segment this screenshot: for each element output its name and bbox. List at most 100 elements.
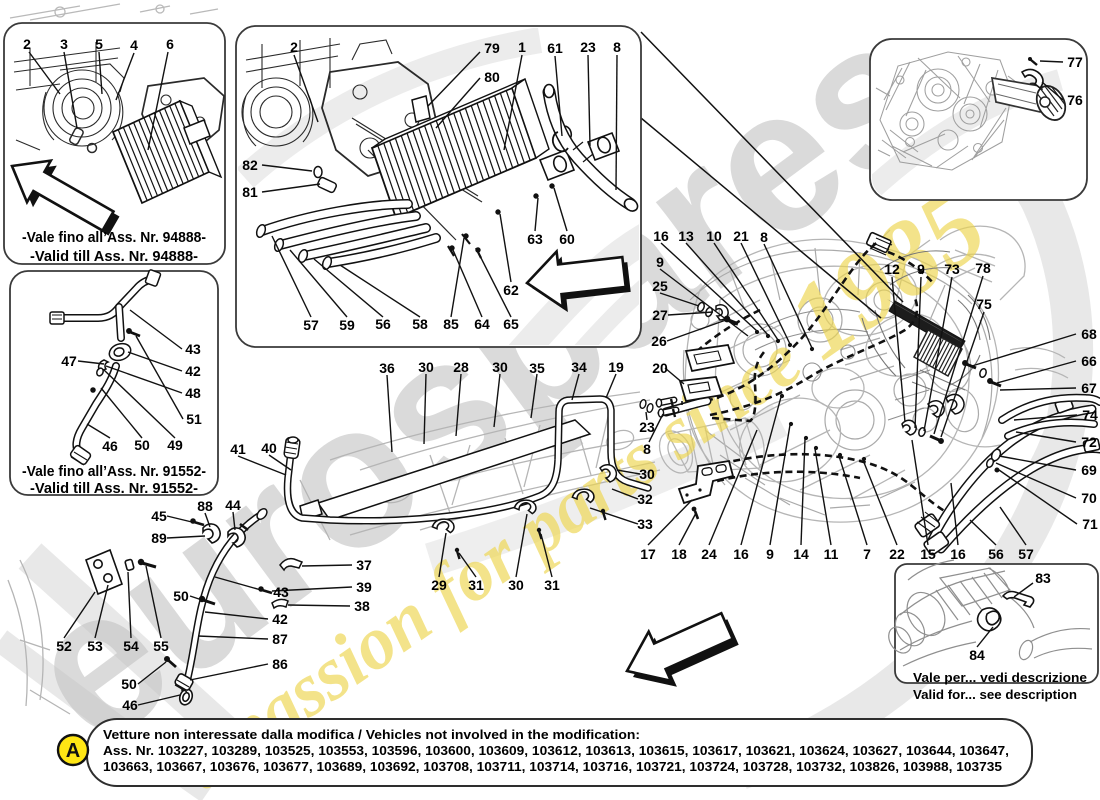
svg-text:65: 65 <box>503 316 519 332</box>
svg-text:78: 78 <box>975 260 991 276</box>
svg-text:72: 72 <box>1081 434 1097 450</box>
svg-text:36: 36 <box>379 360 395 376</box>
svg-text:19: 19 <box>608 359 624 375</box>
svg-text:68: 68 <box>1081 326 1097 342</box>
svg-text:86: 86 <box>272 656 288 672</box>
svg-text:64: 64 <box>474 316 490 332</box>
svg-text:71: 71 <box>1082 516 1098 532</box>
svg-text:Vetture non interessate dalla: Vetture non interessate dalla modifica /… <box>103 728 640 742</box>
svg-text:30: 30 <box>492 359 508 375</box>
svg-text:Valid for... see description: Valid for... see description <box>913 687 1077 702</box>
svg-text:9: 9 <box>766 546 774 562</box>
svg-text:26: 26 <box>651 333 667 349</box>
svg-text:23: 23 <box>580 39 596 55</box>
svg-text:-Vale fino all’Ass. Nr. 91552-: -Vale fino all’Ass. Nr. 91552- <box>22 463 206 480</box>
svg-text:8: 8 <box>613 39 621 55</box>
svg-text:5: 5 <box>95 36 103 52</box>
svg-text:-Valid till Ass. Nr. 91552-: -Valid till Ass. Nr. 91552- <box>30 480 198 497</box>
svg-text:-Valid till Ass. Nr. 94888-: -Valid till Ass. Nr. 94888- <box>30 248 198 265</box>
svg-text:81: 81 <box>242 184 258 200</box>
svg-text:50: 50 <box>121 676 137 692</box>
svg-text:51: 51 <box>186 411 202 427</box>
svg-text:50: 50 <box>173 588 189 604</box>
svg-text:12: 12 <box>884 261 900 277</box>
svg-text:82: 82 <box>242 157 258 173</box>
svg-text:80: 80 <box>484 69 500 85</box>
svg-text:75: 75 <box>976 296 992 312</box>
svg-text:33: 33 <box>637 516 653 532</box>
svg-text:2: 2 <box>290 39 298 55</box>
svg-text:4: 4 <box>130 37 138 53</box>
svg-text:79: 79 <box>484 40 500 56</box>
svg-text:7: 7 <box>863 546 871 562</box>
svg-text:56: 56 <box>375 316 391 332</box>
svg-text:Vale per... vedi descrizione: Vale per... vedi descrizione <box>913 670 1087 685</box>
svg-text:61: 61 <box>547 40 563 56</box>
svg-text:30: 30 <box>508 577 524 593</box>
svg-text:57: 57 <box>1018 546 1034 562</box>
svg-text:70: 70 <box>1081 490 1097 506</box>
svg-text:17: 17 <box>640 546 656 562</box>
svg-text:73: 73 <box>944 261 960 277</box>
svg-text:56: 56 <box>988 546 1004 562</box>
svg-text:37: 37 <box>356 557 372 573</box>
svg-text:23: 23 <box>639 419 655 435</box>
svg-text:89: 89 <box>151 530 167 546</box>
svg-text:29: 29 <box>431 577 447 593</box>
svg-text:84: 84 <box>969 647 985 663</box>
svg-text:11: 11 <box>824 546 839 562</box>
svg-text:83: 83 <box>1035 570 1051 586</box>
svg-text:46: 46 <box>102 438 118 454</box>
svg-text:38: 38 <box>354 598 370 614</box>
svg-text:55: 55 <box>153 638 169 654</box>
svg-text:18: 18 <box>671 546 687 562</box>
svg-text:87: 87 <box>272 631 288 647</box>
svg-text:24: 24 <box>701 546 717 562</box>
svg-text:44: 44 <box>225 497 241 513</box>
svg-text:20: 20 <box>652 360 668 376</box>
svg-text:6: 6 <box>166 36 174 52</box>
svg-text:60: 60 <box>559 231 575 247</box>
svg-text:48: 48 <box>185 385 201 401</box>
svg-text:32: 32 <box>637 491 653 507</box>
svg-text:66: 66 <box>1081 353 1097 369</box>
svg-text:30: 30 <box>639 466 655 482</box>
svg-text:8: 8 <box>643 441 651 457</box>
svg-text:88: 88 <box>197 498 213 514</box>
svg-text:42: 42 <box>272 611 288 627</box>
svg-text:16: 16 <box>733 546 749 562</box>
svg-text:74: 74 <box>1082 407 1098 423</box>
svg-text:1: 1 <box>518 39 526 55</box>
svg-text:103663, 103667, 103676, 103677: 103663, 103667, 103676, 103677, 103689, … <box>103 760 1002 774</box>
svg-text:39: 39 <box>356 579 372 595</box>
svg-text:13: 13 <box>678 228 694 244</box>
svg-text:22: 22 <box>889 546 905 562</box>
svg-text:3: 3 <box>60 36 68 52</box>
svg-text:59: 59 <box>339 317 355 333</box>
svg-text:10: 10 <box>706 228 722 244</box>
svg-text:-Vale fino all’Ass. Nr. 94888-: -Vale fino all’Ass. Nr. 94888- <box>22 229 206 246</box>
svg-text:49: 49 <box>167 437 183 453</box>
svg-text:16: 16 <box>653 228 669 244</box>
svg-text:76: 76 <box>1067 92 1083 108</box>
svg-text:31: 31 <box>468 577 484 593</box>
svg-text:45: 45 <box>151 508 167 524</box>
svg-text:28: 28 <box>453 359 469 375</box>
svg-text:A: A <box>66 740 80 762</box>
svg-text:25: 25 <box>652 278 668 294</box>
svg-text:9: 9 <box>656 254 664 270</box>
svg-text:42: 42 <box>185 363 201 379</box>
svg-text:14: 14 <box>793 546 809 562</box>
svg-text:62: 62 <box>503 282 519 298</box>
svg-text:15: 15 <box>920 546 936 562</box>
svg-text:50: 50 <box>134 437 150 453</box>
svg-text:40: 40 <box>261 440 277 456</box>
svg-text:85: 85 <box>443 316 459 332</box>
svg-text:69: 69 <box>1081 462 1097 478</box>
svg-text:35: 35 <box>529 360 545 376</box>
svg-text:63: 63 <box>527 231 543 247</box>
svg-text:52: 52 <box>56 638 72 654</box>
svg-text:43: 43 <box>185 341 201 357</box>
svg-text:2: 2 <box>23 36 31 52</box>
svg-text:30: 30 <box>418 359 434 375</box>
